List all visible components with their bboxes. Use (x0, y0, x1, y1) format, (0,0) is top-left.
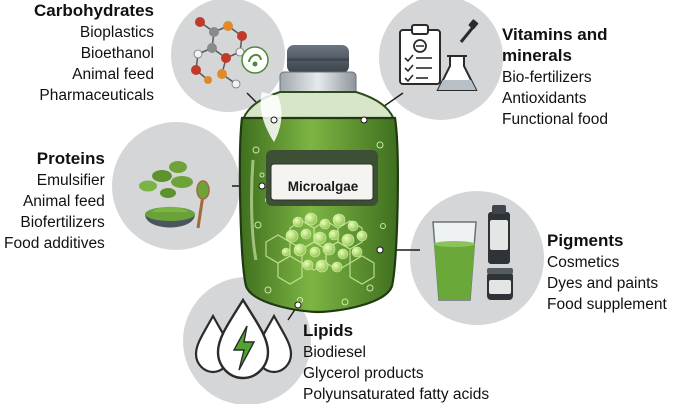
carbohydrates-block: Carbohydrates Bioplastics Bioethanol Ani… (34, 2, 154, 109)
vitamins-title-line1: Vitamins and (502, 25, 608, 44)
lipids-title: Lipids (303, 321, 354, 340)
glass-highlight (260, 92, 282, 142)
microalgae-label: Microalgae (287, 179, 359, 194)
algae-cells (281, 212, 368, 273)
vitamins-title-line2: minerals (502, 46, 572, 65)
pigments-circle (410, 191, 544, 325)
drink-cosmetics-icon (432, 205, 513, 301)
pigments-item: Food supplement (547, 296, 667, 314)
microalgae-jar (238, 45, 399, 314)
vitamins-block: Vitamins and minerals Bio-fertilizers An… (502, 26, 608, 133)
pigments-block: Pigments Cosmetics Dyes and paints Food … (547, 232, 667, 318)
jar-label-plate (270, 163, 374, 201)
energy-drops-icon (194, 297, 293, 380)
lipids-block: Lipids Biodiesel Glycerol products Polyu… (303, 322, 489, 408)
jar-neck (279, 71, 357, 95)
pigments-title: Pigments (547, 231, 624, 250)
carbohydrates-title: Carbohydrates (34, 1, 154, 20)
connector-dots (258, 116, 384, 309)
lipids-item: Biodiesel (303, 344, 366, 361)
jar-liquid (238, 116, 399, 314)
carbohydrates-item: Bioplastics (79, 24, 154, 41)
proteins-item: Biofertilizers (20, 214, 105, 232)
proteins-title: Proteins (36, 149, 105, 168)
vitamins-item: Bio-fertilizers (502, 69, 592, 86)
carbohydrates-item: Pharmaceuticals (39, 87, 154, 105)
lipids-item: Glycerol products (303, 365, 424, 383)
proteins-item: Animal feed (22, 193, 105, 211)
tablets-powder-icon (139, 161, 210, 229)
proteins-item: Emulsifier (36, 172, 105, 189)
pigments-item: Dyes and paints (547, 275, 659, 293)
vitamins-item: Antioxidants (502, 90, 587, 108)
vitamins-item: Functional food (502, 111, 608, 129)
recycle-badge-icon (241, 46, 269, 74)
carbohydrates-item: Animal feed (72, 66, 154, 84)
lipids-item: Polyunsaturated fatty acids (303, 386, 490, 404)
proteins-block: Proteins Emulsifier Animal feed Bioferti… (4, 150, 105, 257)
proteins-item: Food additives (4, 235, 105, 253)
pigments-item: Cosmetics (547, 254, 620, 271)
carbohydrates-item: Bioethanol (80, 45, 154, 63)
lab-clipboard-icon (399, 19, 479, 91)
molecule-icon (191, 17, 269, 89)
